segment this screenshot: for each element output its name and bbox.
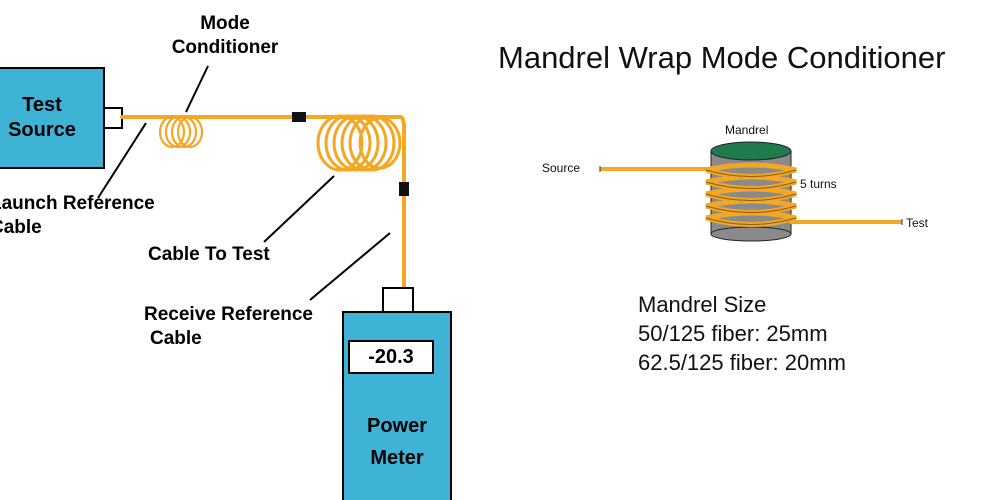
meter-connector xyxy=(382,287,414,313)
cable-to-test-coil xyxy=(316,114,402,172)
mandrel-size-heading: Mandrel Size xyxy=(638,292,767,317)
cable-to-test-label: Cable To Test xyxy=(148,244,270,265)
mandrel-size-62-5-125: 62.5/125 fiber: 20mm xyxy=(638,350,846,375)
mode-conditioner-label: Mode Conditioner xyxy=(171,13,279,58)
mandrel-illustration xyxy=(599,141,903,242)
mode-conditioner-coil xyxy=(158,115,204,149)
diagram-title: Mandrel Wrap Mode Conditioner xyxy=(498,40,946,75)
connector-2 xyxy=(399,182,409,196)
launch-reference-label: Launch Reference Cable xyxy=(0,193,155,238)
power-meter-label: Power Meter xyxy=(366,415,428,469)
connector-1 xyxy=(292,112,306,122)
test-source-label: Test Source xyxy=(8,94,76,141)
receive-reference-label: Receive Reference Cable xyxy=(144,304,313,349)
test-label: Test xyxy=(906,216,929,230)
meter-reading-display: -20.3 xyxy=(348,340,434,374)
mandrel-body-bottom xyxy=(710,226,792,242)
source-label: Source xyxy=(542,161,581,175)
pointer-lines xyxy=(97,65,391,301)
mandrel-size-50-125: 50/125 fiber: 25mm xyxy=(638,321,828,346)
mandrel-label: Mandrel xyxy=(725,123,769,137)
turns-label: 5 turns xyxy=(800,177,837,191)
mandrel-top xyxy=(710,141,792,161)
source-connector xyxy=(103,107,123,129)
